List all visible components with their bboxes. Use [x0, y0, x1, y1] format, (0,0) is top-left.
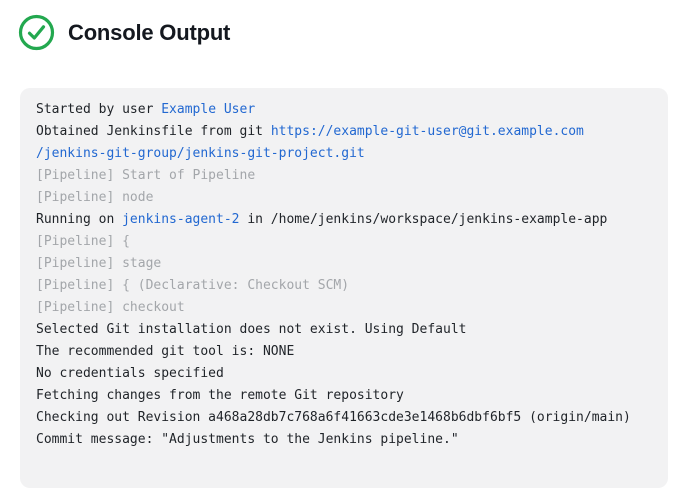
console-text-segment: [Pipeline] { (Declarative: Checkout SCM) [36, 278, 350, 293]
console-line: The recommended git tool is: NONE [36, 341, 652, 363]
console-line: Commit message: "Adjustments to the Jenk… [36, 429, 652, 451]
console-text-segment: Running on [36, 212, 123, 227]
console-line: [Pipeline] { (Declarative: Checkout SCM) [36, 275, 652, 297]
console-line: [Pipeline] checkout [36, 297, 652, 319]
console-text-segment: Selected Git installation does not exist… [36, 322, 467, 337]
console-text-segment: [Pipeline] node [36, 190, 154, 205]
console-line: No credentials specified [36, 363, 652, 385]
console-line: Started by user Example User [36, 99, 652, 121]
console-text-segment: [Pipeline] checkout [36, 300, 185, 315]
console-line: [Pipeline] { [36, 231, 652, 253]
console-line: [Pipeline] Start of Pipeline [36, 165, 652, 187]
console-line: Running on jenkins-agent-2 in /home/jenk… [36, 209, 652, 231]
console-text-segment: Fetching changes from the remote Git rep… [36, 388, 404, 403]
console-text-segment: [Pipeline] { [36, 234, 130, 249]
console-line: [Pipeline] stage [36, 253, 652, 275]
console-line: Selected Git installation does not exist… [36, 319, 652, 341]
console-link[interactable]: /jenkins-git-group/jenkins-git-project.g… [36, 146, 365, 161]
console-text-segment: [Pipeline] stage [36, 256, 162, 271]
console-line: Fetching changes from the remote Git rep… [36, 385, 652, 407]
console-link[interactable]: Example User [161, 102, 256, 117]
console-text-segment: Commit message: "Adjustments to the Jenk… [36, 432, 459, 447]
console-text-segment: Obtained Jenkinsfile from git [36, 124, 271, 139]
console-text-segment: No credentials specified [36, 366, 224, 381]
console-output-header: Console Output [18, 14, 230, 51]
page-title: Console Output [68, 19, 231, 45]
console-line: [Pipeline] node [36, 187, 652, 209]
console-text-segment: Checking out Revision a468a28db7c768a6f4… [36, 410, 631, 425]
check-circle-icon [18, 14, 55, 51]
console-line: Obtained Jenkinsfile from git https://ex… [36, 121, 652, 143]
console-text-segment: [Pipeline] Start of Pipeline [36, 168, 256, 183]
console-link[interactable]: jenkins-agent-2 [122, 212, 240, 227]
console-text-segment: The recommended git tool is: NONE [36, 344, 295, 359]
console-line: Checking out Revision a468a28db7c768a6f4… [36, 407, 652, 429]
console-text-segment: in /home/jenkins/workspace/jenkins-examp… [239, 212, 608, 227]
console-link[interactable]: https://example-git-user@git.example.com [270, 124, 584, 139]
console-text-segment: Started by user [36, 102, 162, 117]
console-line: /jenkins-git-group/jenkins-git-project.g… [36, 143, 652, 165]
